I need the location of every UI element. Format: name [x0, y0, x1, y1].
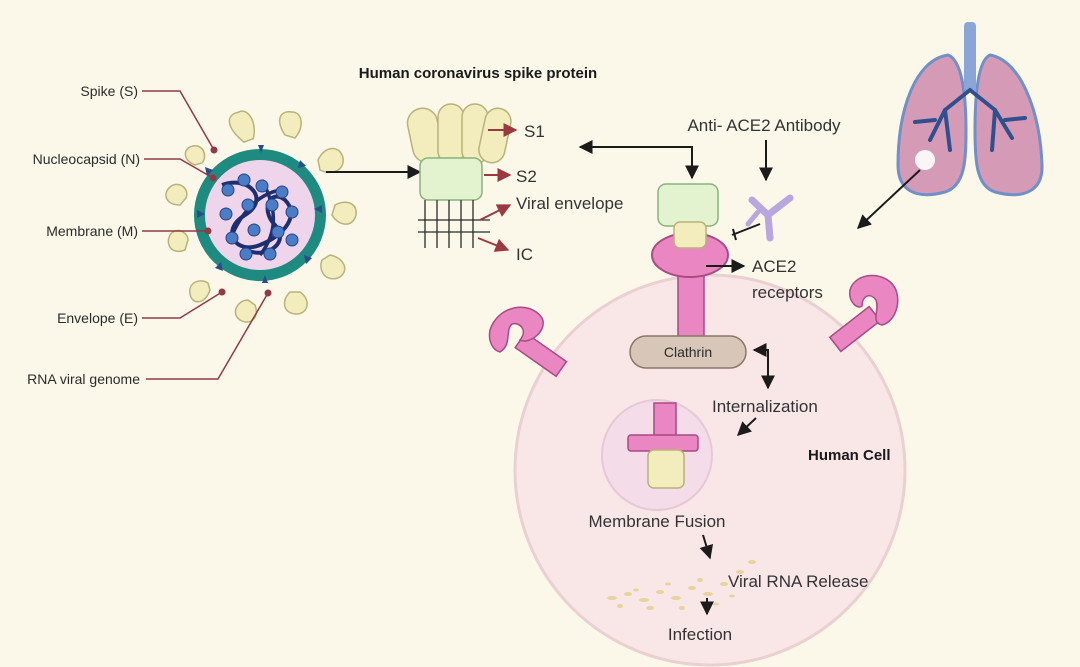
- ace2-receptor-stalk: [677, 271, 705, 345]
- label-membrane-fusion: Membrane Fusion: [588, 512, 725, 531]
- ace2-receptor-right-icon: [828, 274, 899, 353]
- clathrin-shape: [629, 335, 747, 369]
- ace2-receptor-left-icon: [488, 306, 568, 378]
- label-viral-envelope: Viral envelope: [516, 194, 623, 213]
- label-ic: IC: [516, 245, 533, 264]
- label-anti-ace2-antibody: Anti- ACE2 Antibody: [687, 116, 841, 135]
- label-ace2: ACE2: [752, 257, 796, 276]
- bound-spike-s2: [657, 183, 719, 227]
- label-rna-genome: RNA viral genome: [27, 371, 140, 387]
- label-viral-rna-release: Viral RNA Release: [728, 572, 868, 591]
- internalized-complex-icon: [627, 402, 699, 489]
- label-membrane: Membrane (M): [46, 223, 138, 239]
- lungs-icon: [896, 22, 1044, 197]
- label-envelope: Envelope (E): [57, 310, 138, 326]
- diagram-title: Human coronavirus spike protein: [359, 65, 597, 82]
- label-nucleocapsid: Nucleocapsid (N): [33, 151, 140, 167]
- viral-rna-particles: [607, 560, 756, 610]
- label-infection: Infection: [668, 625, 732, 644]
- label-spike: Spike (S): [80, 83, 138, 99]
- label-clathrin: Clathrin: [664, 344, 712, 360]
- spike-protein-icon: [406, 103, 512, 248]
- label-human-cell: Human Cell: [808, 447, 891, 464]
- label-s2: S2: [516, 167, 537, 186]
- label-s1: S1: [524, 122, 545, 141]
- label-internalization: Internalization: [712, 397, 818, 416]
- label-receptors: receptors: [752, 283, 823, 302]
- coronavirus-particle: [165, 110, 357, 323]
- antibody-icon: [745, 194, 794, 242]
